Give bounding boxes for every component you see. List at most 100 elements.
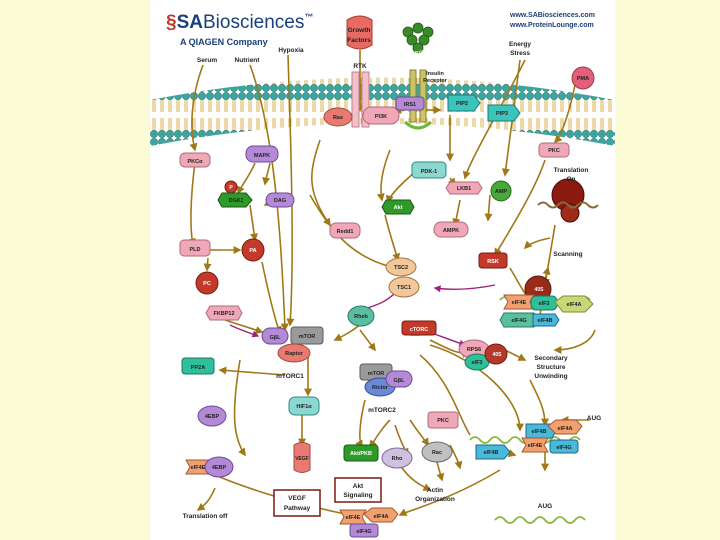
pip3-label: PIP3 [496, 111, 508, 117]
mtor1-label: mTOR [299, 334, 315, 340]
rac-node [421, 441, 453, 463]
growth-factors-label-2: Factors [347, 37, 371, 44]
akt-label: Akt [394, 205, 403, 211]
eif4a-t-label: eIF4A [567, 302, 582, 308]
tsc1-node [388, 276, 420, 298]
vegf-pathway-label-1: VEGF [288, 495, 306, 502]
secondary-label-2: Structure [537, 364, 566, 371]
mapk-label: MAPK [254, 153, 270, 159]
eif4g-t-label: eIF4G [511, 318, 526, 324]
fkbp12-node [205, 305, 243, 321]
eif4a-b-node [363, 507, 399, 523]
logo-prefix: SA [176, 12, 203, 33]
fkbp12-label: FKBP12 [213, 311, 234, 317]
raptor-node [277, 343, 311, 363]
pip2-node [447, 94, 481, 112]
secondary-label-1: Secondary [534, 355, 568, 362]
eif4e-r-node [521, 437, 549, 453]
mrna-strands [469, 296, 591, 524]
pkc-top-node [538, 142, 570, 158]
insulin-ligand [402, 22, 434, 54]
eif4e-r-label: eIF4E [528, 443, 543, 449]
eif4g-t-node [499, 312, 539, 328]
raptor-label: Raptor [285, 351, 304, 357]
s6-40-node [484, 343, 508, 365]
mtorc2-label: mTORC2 [368, 407, 396, 414]
logo-main: Biosciences [202, 12, 305, 33]
dgk-node [217, 192, 253, 208]
ampk-node [433, 221, 469, 238]
gbl2-label: GβL [394, 378, 406, 384]
eif3-b-label: eIF3 [471, 360, 482, 366]
rtk-receptor [351, 71, 370, 128]
amp-node [490, 180, 512, 202]
eif4b-t-label: eIF4B [538, 318, 553, 324]
lkb1-label: LKB1 [457, 186, 471, 192]
vegf-node [293, 442, 311, 473]
tsc2-label: TSC2 [394, 265, 408, 271]
pa-node [241, 238, 265, 262]
url-proteinlounge: www.ProteinLounge.com [510, 22, 594, 29]
eif4b-mid-label: eIF4B [484, 450, 499, 456]
ras-node [323, 107, 353, 127]
pld-label: PLD [190, 247, 201, 253]
scanning-label: Scanning [553, 251, 582, 258]
ebp4-1-node [197, 405, 227, 427]
aktpkb-label: Akt/PKB [350, 451, 372, 457]
pdk1-label: PDK-1 [421, 169, 438, 175]
gbl1-label: GβL [270, 335, 282, 341]
pld-node [179, 239, 211, 257]
aktpkb-node [343, 444, 379, 462]
hif1a-node [288, 396, 320, 416]
mapk-node [245, 145, 279, 163]
rheb-label: Rheb [354, 314, 368, 320]
p-label: P [229, 185, 233, 191]
mtor2-label: mTOR [368, 371, 384, 377]
actin-label-2: Organization [415, 496, 455, 503]
mtor-pathway-diagram: Serum Nutrient Hypoxia Growth Factors In… [150, 15, 615, 538]
pma-label: PMA [577, 76, 589, 82]
vegf-label: VEGF [295, 456, 309, 462]
translation-on-ribosome [537, 178, 599, 223]
rac-label: Rac [432, 450, 442, 456]
tsc2-node [385, 257, 417, 277]
vegf-pathway-box[interactable] [273, 489, 321, 517]
akt-signaling-box[interactable] [334, 477, 382, 503]
pma-node [571, 66, 595, 90]
gbl1-node [261, 327, 289, 345]
translation-off-label: Translation off [183, 513, 229, 520]
insulin-receptor [403, 69, 433, 130]
rps6-label: RPS6 [467, 347, 481, 353]
rtk-label: RTK [353, 63, 367, 70]
eif4e-b-label: eIF4E [346, 515, 361, 521]
ras-label: Ras [333, 115, 343, 121]
ebp4-1-label: 4EBP [205, 414, 220, 420]
rho-label: Rho [392, 456, 403, 462]
ampk-label: AMPK [443, 228, 459, 234]
rsk-label: RSK [487, 259, 499, 265]
eif4g-b-node [349, 523, 379, 538]
aug-bottom-label: AUG [538, 503, 552, 510]
translation-on-label-2: On [566, 176, 575, 183]
pip2-label: PIP2 [456, 101, 468, 107]
irs1-label: IRS1 [404, 102, 416, 108]
pp2a-node [181, 357, 215, 375]
logo-trademark: ™ [304, 12, 314, 22]
eif4b-mid-node [475, 444, 511, 460]
akt-node [381, 199, 415, 215]
pip3-node [487, 104, 521, 122]
insulin-label: Insulin [410, 50, 426, 56]
eif4b-r-node [525, 423, 557, 439]
dgk-label: DGKζ [229, 198, 244, 204]
energy-stress-label-1: Energy [509, 41, 531, 48]
logo-icon: § [166, 12, 177, 33]
lkb1-node [445, 181, 483, 195]
eif4g-r-label: eIF4G [556, 445, 571, 451]
pa-label: PA [249, 248, 256, 254]
eif4e-l-label: eIF4E [191, 465, 206, 471]
amp-label: AMP [495, 189, 508, 195]
s40-t-label: 40S [535, 287, 545, 293]
diagram-text: Serum Nutrient Hypoxia Growth Factors In… [183, 27, 602, 535]
redd1-node [329, 222, 361, 239]
eif4a-b-label: eIF4A [374, 514, 389, 520]
